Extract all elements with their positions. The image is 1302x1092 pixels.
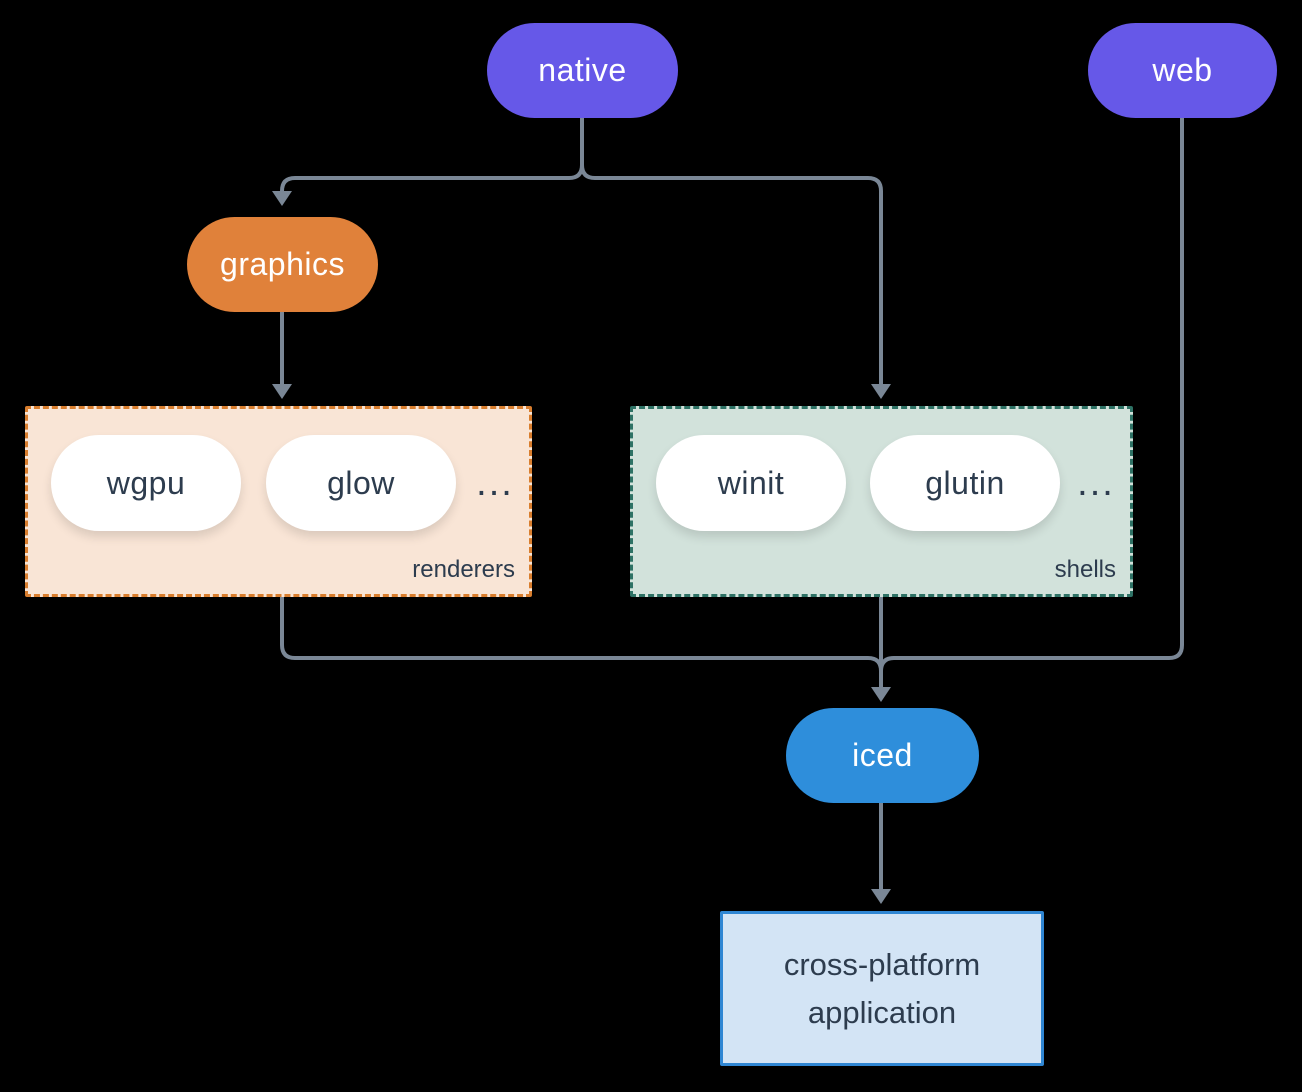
edge-native-shells [580, 118, 883, 385]
application-label-line1: cross-platform [783, 946, 981, 982]
node-glutin: glutin [870, 435, 1060, 531]
renderers-ellipsis: ... [476, 461, 514, 504]
edge-native-graphics [280, 118, 584, 192]
group-shells: winit glutin ... shells [630, 406, 1133, 597]
node-winit-label: winit [717, 464, 785, 501]
edge-renderers-iced [280, 597, 883, 688]
node-wgpu-label: wgpu [106, 464, 186, 501]
group-renderers: wgpu glow ... renderers [25, 406, 532, 597]
node-graphics: graphics [187, 217, 378, 312]
node-glow: glow [266, 435, 456, 531]
node-iced: iced [786, 708, 979, 803]
renderers-group-label: renderers [412, 556, 515, 583]
node-web-label: web [1152, 52, 1213, 88]
node-web: web [1088, 23, 1277, 118]
arrowhead-application [871, 889, 891, 904]
arrowhead-iced [871, 687, 891, 702]
shells-group-label: shells [1054, 556, 1116, 583]
arrowhead-graphics [272, 191, 292, 206]
node-graphics-label: graphics [220, 246, 345, 282]
shells-ellipsis: ... [1077, 461, 1115, 504]
node-glow-label: glow [327, 464, 395, 501]
node-winit: winit [656, 435, 846, 531]
edge-web-iced [879, 118, 1184, 688]
node-native-label: native [538, 52, 627, 88]
application-label-line2: application [807, 994, 957, 1030]
node-application: cross-platform application [720, 911, 1044, 1066]
node-iced-label: iced [852, 737, 913, 773]
arrowhead-renderers [272, 384, 292, 399]
node-native: native [487, 23, 678, 118]
arrowhead-shells [871, 384, 891, 399]
node-glutin-label: glutin [925, 464, 1005, 501]
node-wgpu: wgpu [51, 435, 241, 531]
